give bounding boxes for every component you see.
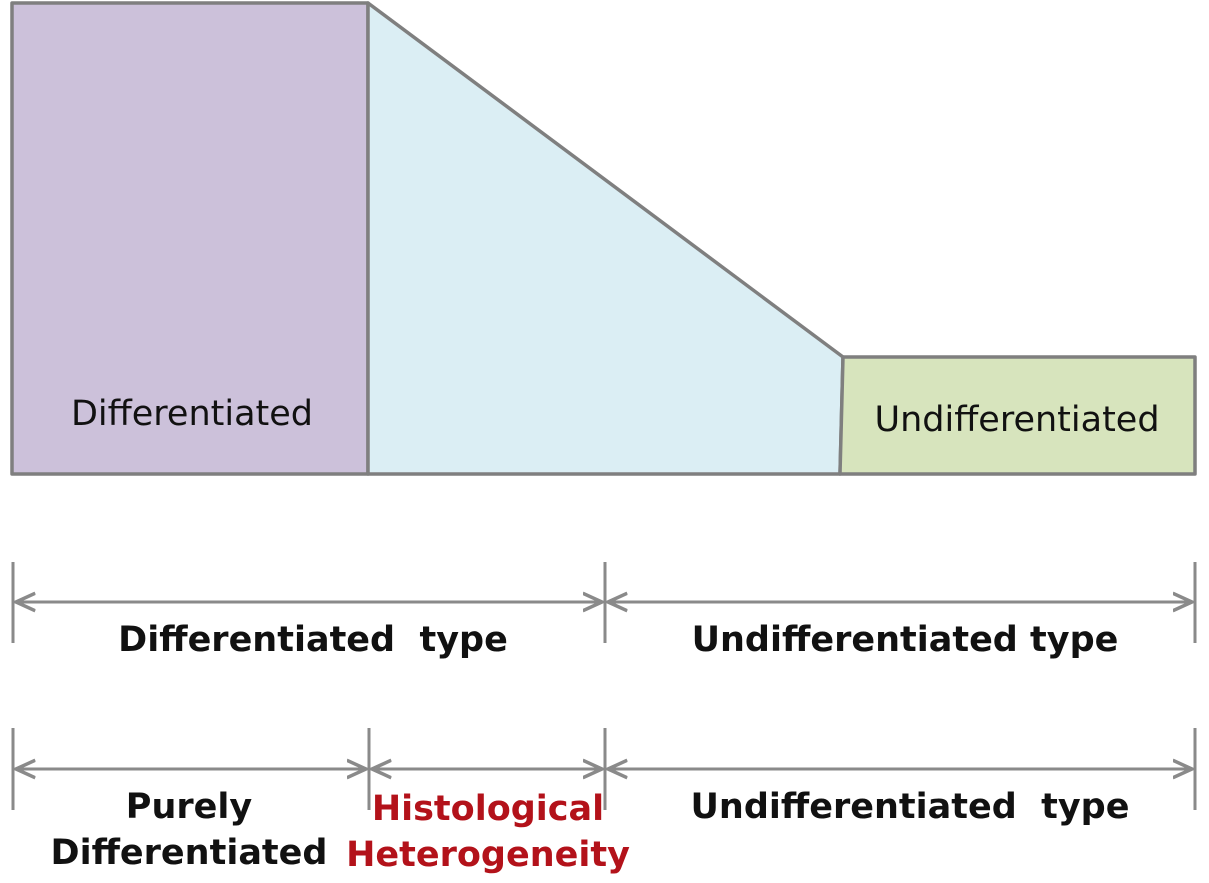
histological-heterogeneity-label-line2: Heterogeneity	[346, 835, 630, 875]
differentiated-type-label: Differentiated type	[118, 620, 508, 660]
differentiated-region-label: Differentiated	[71, 394, 313, 434]
subtype-range-row: Purely Differentiated Histological Heter…	[11, 728, 1197, 875]
undifferentiated-subtype-label: Undifferentiated type	[691, 787, 1130, 827]
transition-region	[366, 1, 845, 476]
histological-heterogeneity-label-line1: Histological	[372, 789, 604, 829]
undifferentiated-type-label: Undifferentiated type	[692, 620, 1119, 660]
undifferentiated-region-label: Undifferentiated	[874, 400, 1159, 440]
type-range-row: Differentiated type Undifferentiated typ…	[11, 562, 1197, 660]
purely-differentiated-label-line2: Differentiated	[51, 833, 328, 873]
purely-differentiated-label-line1: Purely	[126, 787, 253, 827]
composition-shapes: Differentiated Undifferentiated	[10, 1, 1197, 476]
undifferentiated-region	[838, 355, 1197, 476]
